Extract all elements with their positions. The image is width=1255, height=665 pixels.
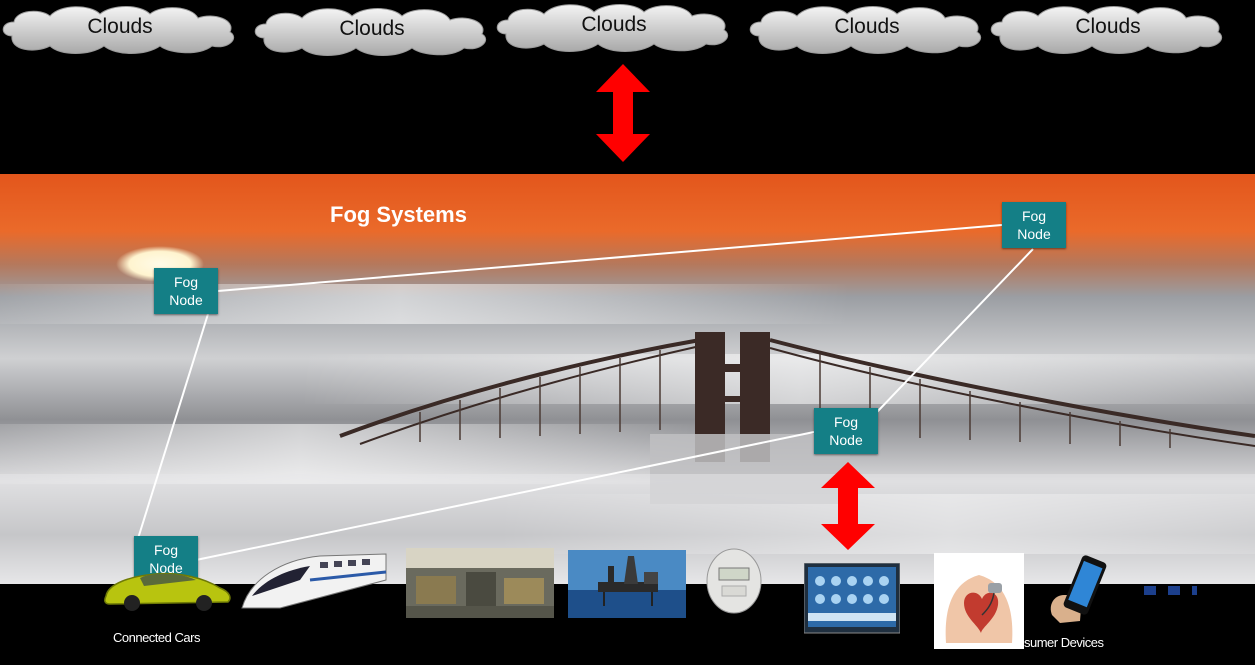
cloud-label: Clouds	[581, 13, 647, 36]
fog-background	[0, 174, 1255, 584]
oil-rig-icon	[568, 550, 686, 618]
fog-node-label-line1: Fog	[833, 414, 859, 430]
dots-icon	[1144, 586, 1197, 595]
cloud-icon	[749, 6, 982, 54]
smartphone-icon	[1050, 555, 1107, 623]
fog-node-label-line2: Node	[149, 560, 183, 576]
pacemaker-icon	[934, 553, 1024, 649]
fog-node-label-line2: Node	[169, 292, 203, 308]
cloud-icon	[990, 6, 1223, 54]
tablet-icon	[804, 563, 900, 634]
cloud-icon	[2, 6, 235, 54]
factory-icon	[406, 548, 554, 618]
cloud-3: Clouds	[494, 0, 734, 52]
train-icon	[241, 553, 387, 609]
cloud-label: Clouds	[1075, 15, 1141, 38]
consumer-devices-caption: sumer Devices	[1024, 635, 1104, 650]
cloud-label: Clouds	[339, 17, 405, 40]
cloud-label: Clouds	[87, 15, 153, 38]
car-icon	[104, 572, 231, 611]
cloud-label: Clouds	[834, 15, 900, 38]
fog-node-label-line1: Fog	[173, 274, 199, 290]
fog-systems-title: Fog Systems	[330, 202, 467, 227]
fog-node-label-line1: Fog	[153, 542, 179, 558]
smart-meter-icon	[706, 548, 762, 614]
bridge	[339, 338, 1255, 448]
fog-node-label-line2: Node	[1017, 226, 1051, 242]
cloud-1: Clouds	[0, 2, 240, 54]
connected-cars-caption: Connected Cars	[113, 630, 200, 645]
cloud-5: Clouds	[988, 2, 1228, 54]
cloud-2: Clouds	[252, 4, 492, 56]
fog-node-label-line1: Fog	[1021, 208, 1047, 224]
double-arrow-icon	[821, 462, 875, 550]
fog-node-label-line2: Node	[829, 432, 863, 448]
cloud-icon	[496, 4, 729, 52]
cloud-icon	[254, 8, 487, 56]
cloud-4: Clouds	[747, 2, 987, 54]
double-arrow-icon	[596, 64, 650, 162]
